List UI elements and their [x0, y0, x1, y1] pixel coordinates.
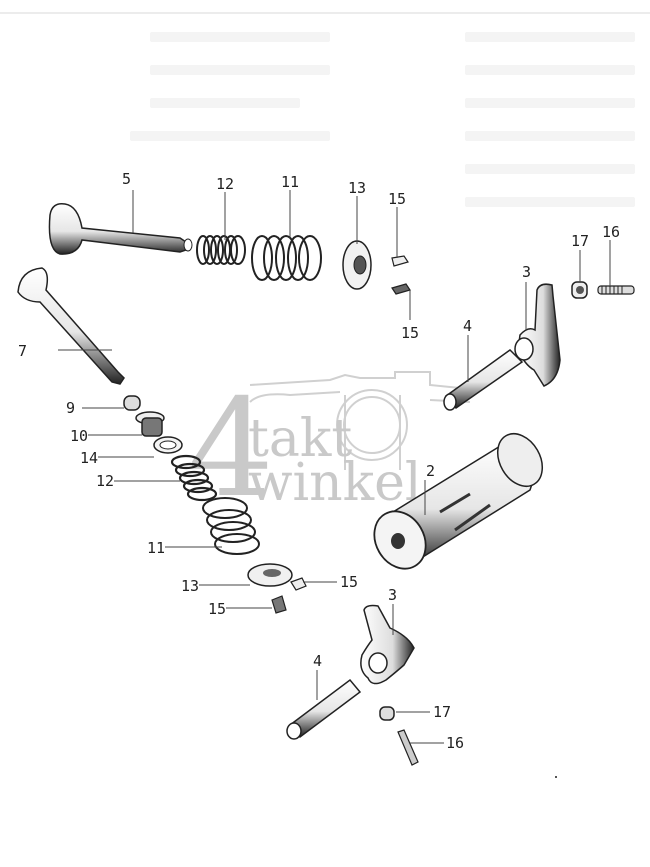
- bleed-through-text: [465, 65, 635, 75]
- part-valve-lower: [17, 267, 125, 385]
- label-part-15: 15: [208, 600, 226, 618]
- bleed-through-text: [465, 164, 635, 174]
- part-retainer-lower: [247, 563, 293, 587]
- label-part-15: 15: [340, 573, 358, 591]
- part-outer-spring-upper: [251, 235, 322, 281]
- part-inner-spring-upper: [196, 235, 246, 265]
- label-part-11: 11: [147, 539, 165, 557]
- label-part-2: 2: [426, 462, 435, 480]
- label-part-13: 13: [348, 179, 366, 197]
- part-cotter-upper-top: [391, 255, 409, 267]
- watermark-word-takt: takt: [248, 409, 352, 469]
- bleed-through-text: [150, 32, 330, 42]
- part-cotter-lower-left: [271, 595, 287, 614]
- label-part-7: 7: [18, 342, 27, 360]
- label-part-16: 16: [446, 734, 464, 752]
- part-rocker-arm-upper: [514, 283, 561, 387]
- label-part-10: 10: [70, 427, 88, 445]
- part-camshaft: [373, 433, 544, 570]
- bleed-through-text: [465, 32, 635, 42]
- watermark-word-winkel: winkel: [248, 453, 422, 513]
- part-valve-upper: [48, 202, 193, 255]
- label-part-9: 9: [66, 399, 75, 417]
- part-screw-upper: [597, 285, 635, 295]
- label-part-3: 3: [388, 586, 397, 604]
- label-part-5: 5: [122, 170, 131, 188]
- part-locknut-lower: [379, 706, 395, 721]
- bleed-through-text: [130, 131, 330, 141]
- part-stem-seal: [123, 395, 141, 411]
- part-retainer-upper: [342, 240, 372, 290]
- part-rocker-shaft-upper: [443, 349, 524, 411]
- part-rocker-arm-lower: [360, 604, 415, 685]
- label-part-4: 4: [313, 652, 322, 670]
- label-part-12: 12: [96, 472, 114, 490]
- leader-lines: [58, 190, 611, 744]
- part-screw-lower: [397, 729, 419, 766]
- watermark-logo: 4 takt winkel: [188, 370, 422, 527]
- label-part-17: 17: [571, 232, 589, 250]
- scan-speck: [555, 776, 557, 778]
- label-part-3: 3: [522, 263, 531, 281]
- label-part-12: 12: [216, 175, 234, 193]
- label-part-13: 13: [181, 577, 199, 595]
- part-locknut-upper: [571, 281, 588, 299]
- bleed-through-text: [465, 131, 635, 141]
- part-rocker-shaft-lower: [286, 678, 362, 740]
- label-part-11: 11: [281, 173, 299, 191]
- bleed-through-text: [150, 98, 300, 108]
- label-part-16: 16: [602, 223, 620, 241]
- label-part-14: 14: [80, 449, 98, 467]
- part-spring-seat: [153, 436, 183, 454]
- part-cotter-upper-bottom: [391, 283, 411, 295]
- part-cotter-lower-right: [290, 577, 307, 591]
- part-inner-spring-lower: [170, 454, 218, 502]
- label-part-15: 15: [388, 190, 406, 208]
- part-outer-spring-lower: [202, 497, 260, 555]
- bleed-through-text: [150, 65, 330, 75]
- bleed-through-text: [465, 98, 635, 108]
- label-part-15: 15: [401, 324, 419, 342]
- label-part-4: 4: [463, 317, 472, 335]
- page-top-rule: [0, 12, 650, 14]
- label-part-17: 17: [433, 703, 451, 721]
- bleed-through-text: [465, 197, 635, 207]
- part-valve-guide: [135, 411, 165, 437]
- part-labels: 5 12 11 13 15 15 17 16 3 4 7 9 10 14 12 …: [18, 170, 620, 752]
